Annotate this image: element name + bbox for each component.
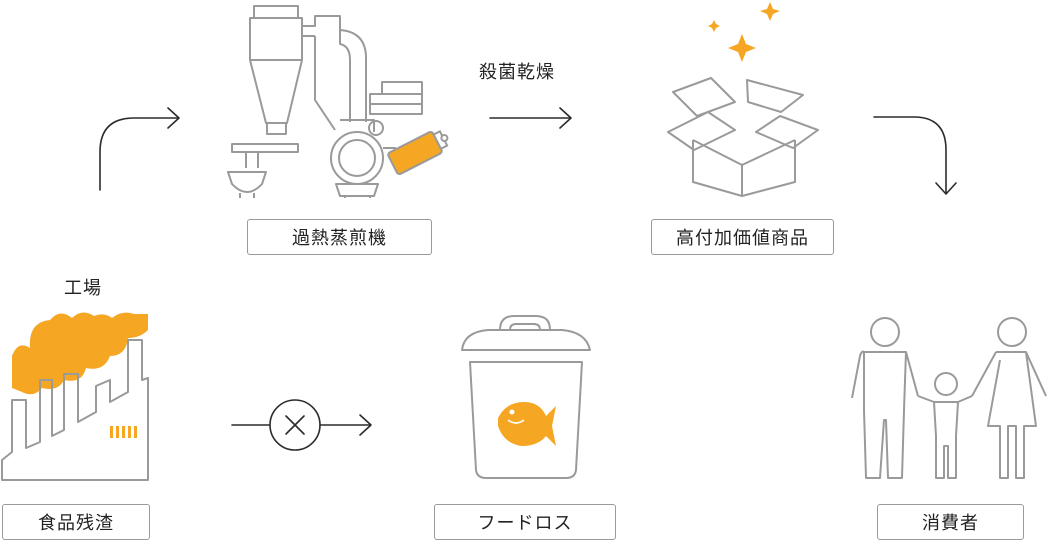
- waste-label: 食品残渣: [2, 504, 150, 540]
- loss-label: フードロス: [434, 504, 616, 540]
- factory-caption: 工場: [64, 278, 102, 299]
- consumer-label: 消費者: [877, 504, 1024, 540]
- product-label: 高付加価値商品: [651, 219, 834, 255]
- machine-label: 過熱蒸煎機: [247, 219, 432, 255]
- sterilize-caption: 殺菌乾燥: [479, 62, 555, 83]
